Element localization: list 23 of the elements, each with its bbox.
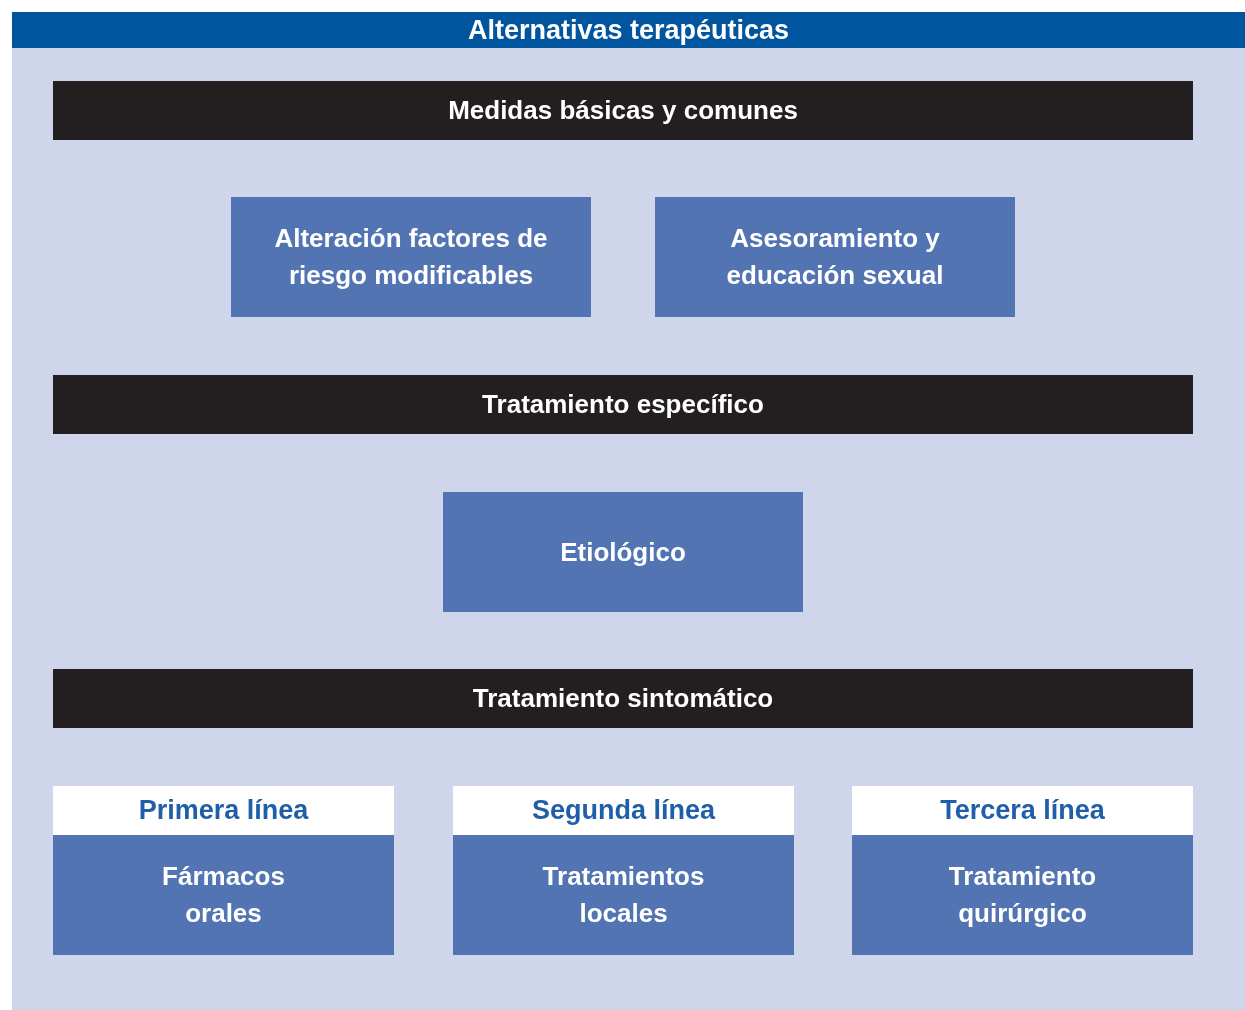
category-box xyxy=(655,197,1015,317)
diagram-panel xyxy=(12,12,1245,1010)
treatment-card xyxy=(53,786,394,955)
card-heading: Segunda línea xyxy=(453,786,794,835)
card-text: Tratamiento quirúrgico xyxy=(947,860,1098,930)
card-text: Fármacos orales xyxy=(161,860,286,930)
card-text: Tratamientos locales xyxy=(541,860,706,930)
category-box xyxy=(231,197,591,317)
box-label: Etiológico xyxy=(559,535,687,569)
band-heading: Medidas básicas y comunes xyxy=(448,94,798,127)
treatment-card xyxy=(852,786,1193,955)
section-band xyxy=(53,81,1193,140)
section-band xyxy=(53,375,1193,434)
treatment-card xyxy=(453,786,794,955)
band-heading: Tratamiento sintomático xyxy=(472,682,774,715)
panel-title: Alternativas terapéuticas xyxy=(12,12,1245,48)
category-box xyxy=(443,492,803,612)
card-heading: Tercera línea xyxy=(852,786,1193,835)
box-label: Alteración factores de riesgo modificables xyxy=(273,222,549,292)
card-heading: Primera línea xyxy=(53,786,394,835)
box-label: Asesoramiento y educación sexual xyxy=(725,222,945,292)
band-heading: Tratamiento específico xyxy=(482,388,764,421)
section-band xyxy=(53,669,1193,728)
